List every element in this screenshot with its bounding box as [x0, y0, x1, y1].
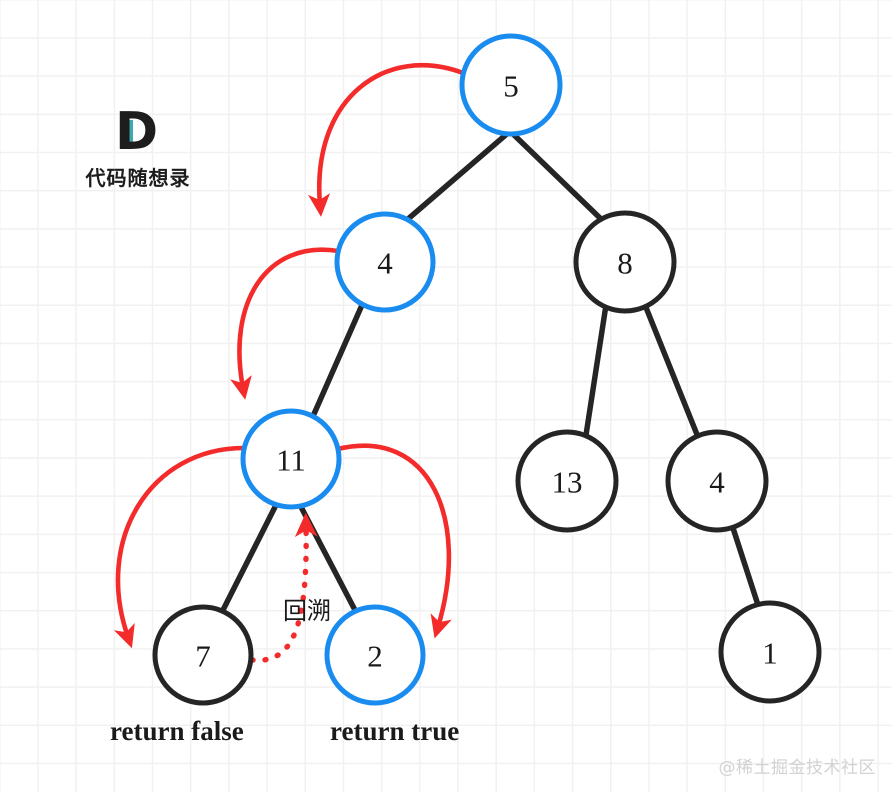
tree-edges — [220, 130, 761, 615]
tree-nodes: 5 4 8 11 13 4 — [152, 33, 822, 706]
node-8-label: 8 — [617, 246, 633, 281]
node-4-right[interactable]: 4 — [665, 429, 769, 533]
node-4-left-label: 4 — [377, 246, 393, 281]
node-4-left[interactable]: 4 — [334, 211, 436, 313]
traversal-arrows — [113, 62, 466, 663]
node-8[interactable]: 8 — [573, 210, 677, 314]
edge-4-11 — [311, 302, 365, 417]
arc-5-to-4 — [308, 62, 466, 217]
node-5-label: 5 — [503, 69, 519, 104]
node-2-label: 2 — [367, 639, 383, 674]
edge-8-13 — [583, 302, 609, 438]
arc-7-to-11-backtrack — [249, 512, 318, 663]
node-4-right-label: 4 — [709, 465, 725, 500]
edge-8-4b — [642, 302, 701, 440]
return-true-label: return true — [330, 716, 460, 746]
watermark: @稀土掘金技术社区 — [718, 758, 876, 778]
arc-4-to-11 — [230, 247, 341, 400]
edge-11-7 — [220, 502, 279, 613]
node-13[interactable]: 13 — [515, 429, 619, 533]
node-11-label: 11 — [276, 443, 306, 478]
return-false-label: return false — [110, 716, 244, 746]
arc-11-to-7 — [113, 445, 247, 649]
node-2[interactable]: 2 — [324, 604, 426, 706]
node-7[interactable]: 7 — [152, 604, 254, 706]
node-5[interactable]: 5 — [459, 33, 563, 137]
node-7-label: 7 — [195, 639, 211, 674]
edge-4b-1 — [730, 525, 761, 608]
edge-5-4 — [405, 130, 511, 222]
edge-5-8 — [509, 130, 604, 222]
backtrack-label: 回溯 — [283, 599, 331, 625]
node-1-label: 1 — [762, 636, 778, 671]
node-11[interactable]: 11 — [240, 408, 342, 510]
node-1[interactable]: 1 — [718, 600, 822, 704]
node-13-label: 13 — [552, 465, 583, 500]
arc-11-to-2 — [335, 443, 452, 639]
